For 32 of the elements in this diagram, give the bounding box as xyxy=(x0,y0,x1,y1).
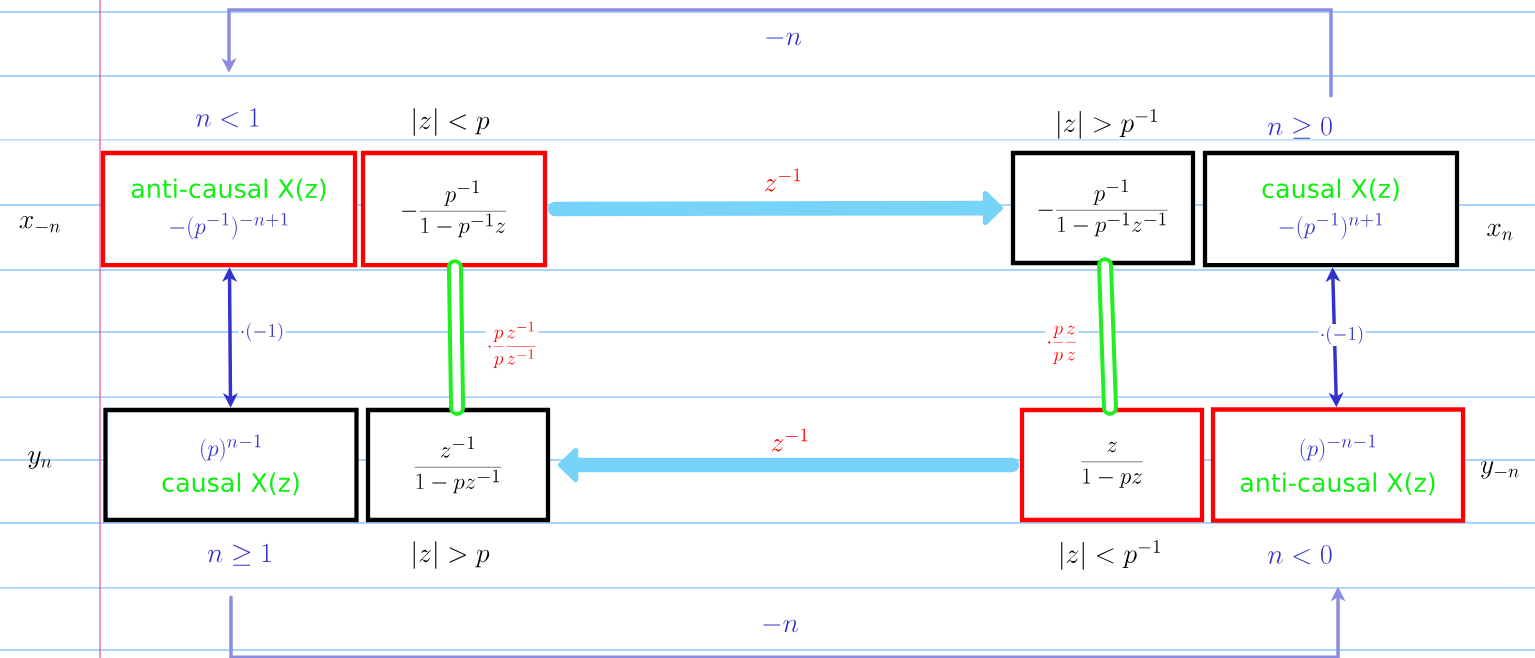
edge-label: $-n$ xyxy=(759,614,801,636)
edge-label: $\cdot\frac{p}{p}\frac{z}{z}$ xyxy=(1045,324,1079,366)
annotation: $n < 1$ xyxy=(196,108,259,128)
arrow xyxy=(547,191,1003,226)
edge-label: $z^{-1}$ xyxy=(769,427,811,453)
edge-label: $\cdot(-1)$ xyxy=(1318,324,1366,346)
formula-box: anti-causal X(z) $-(p^{-1})^{-n+1}$ xyxy=(100,150,358,268)
annotation: $|z| > p^{-1}$ xyxy=(1058,108,1157,139)
signal-name: $x_n$ xyxy=(1487,223,1513,241)
formula-box: $-\frac{p^{-1}}{1-p^{-1}z^{-1}}$ xyxy=(1010,150,1196,266)
formula-box: $(p)^{n-1}$ causal X(z) xyxy=(103,407,359,523)
annotation: $n \geq 0$ xyxy=(1267,116,1332,139)
annotation: $|z| > p$ xyxy=(413,541,490,569)
annotation: $|z| < p$ xyxy=(413,108,490,136)
arrow xyxy=(558,448,1020,483)
signal-name: $x_{-n}$ xyxy=(19,215,60,233)
annotation: $n < 0$ xyxy=(1268,545,1332,565)
edge-label: $z^{-1}$ xyxy=(762,167,804,193)
formula-box: $\frac{z^{-1}}{1-pz^{-1}}$ xyxy=(365,407,551,523)
formula-box: $(p)^{-n-1}$ anti-causal X(z) xyxy=(1210,407,1466,523)
formula-box: $-\frac{p^{-1}}{1-p^{-1}z}$ xyxy=(360,150,548,268)
edge-label: $\cdot(-1)$ xyxy=(238,321,286,343)
signal-name: $y_n$ xyxy=(28,451,52,469)
connector-line xyxy=(446,259,466,416)
connector-line xyxy=(1097,257,1118,416)
formula-box: causal X(z) $-(p^{-1})^{n+1}$ xyxy=(1202,150,1460,268)
edge-label: $\cdot\frac{p}{p}\frac{z^{-1}}{z^{-1}}$ xyxy=(485,320,539,370)
annotation: $|z| < p^{-1}$ xyxy=(1061,539,1160,570)
edge-label: $-n$ xyxy=(762,27,804,49)
signal-name: $y_{-n}$ xyxy=(1480,460,1519,479)
formula-box: $\frac{z}{1-pz}$ xyxy=(1019,407,1205,523)
annotation: $n \geq 1$ xyxy=(207,543,271,566)
